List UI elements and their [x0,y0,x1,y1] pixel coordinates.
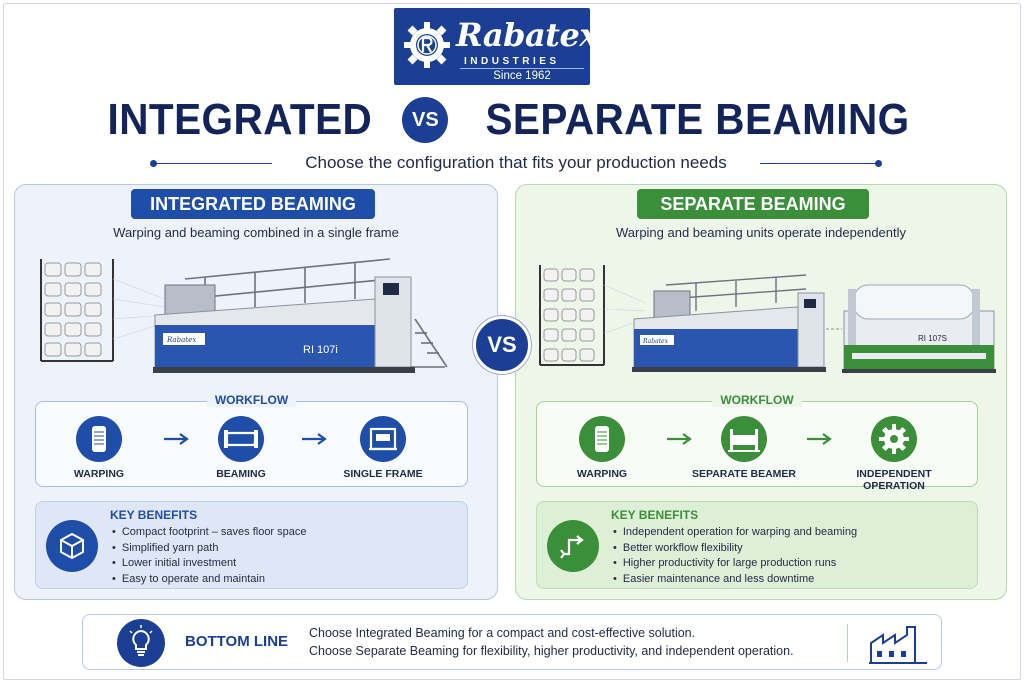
svg-text:Rabatex: Rabatex [166,336,196,344]
center-vs-badge: VS [473,316,531,374]
separate-step-beamer: SEPARATE BEAMER [689,416,799,480]
bottom-line-title: BOTTOM LINE [185,633,289,650]
spool-icon [76,416,122,462]
separate-step-independent-label: INDEPENDENT OPERATION [856,468,932,492]
integrated-step-single-frame: SINGLE FRAME [328,416,438,480]
separate-step-warping-label: WARPING [576,468,628,480]
integrated-workflow: WORKFLOW WARPING BEAMING [35,393,468,487]
page-frame [3,3,1021,680]
subtitle-dot-right [875,160,882,167]
integrated-benefits-list: Compact footprint – saves floor space Si… [112,525,307,587]
integrated-benefits-title: KEY BENEFITS [110,508,198,522]
gear-r-icon [404,22,450,68]
separate-title: SEPARATE BEAMING [637,189,869,219]
list-item: Lower initial investment [112,556,307,572]
subtitle-row: Choose the configuration that fits your … [150,153,882,173]
title-right: SEPARATE BEAMING [485,95,910,144]
bottom-divider [847,624,848,662]
integrated-panel: INTEGRATED BEAMING Warping and beaming c… [14,184,498,600]
title-vs-badge: VS [402,97,449,143]
integrated-machine-label: RI 107i [303,344,338,356]
separate-description: Warping and beaming units operate indepe… [615,225,907,240]
list-item: Easy to operate and maintain [112,572,307,588]
page-subtitle: Choose the configuration that fits your … [305,153,727,172]
bottom-line-text-1: Choose Integrated Beaming for a compact … [309,626,696,640]
integrated-step-warping: WARPING [44,416,154,480]
separate-step-beamer-label: SEPARATE BEAMER [691,468,797,480]
list-item: Easier maintenance and less downtime [613,572,857,588]
flow-arrows-icon [547,520,599,572]
brand-since: Since 1962 [460,68,584,82]
list-item: Better workflow flexibility [613,541,857,557]
list-item: Independent operation for warping and be… [613,525,857,541]
arrow-right-icon [164,433,189,445]
title-left: INTEGRATED [107,95,373,144]
arrow-right-icon [667,433,692,445]
brand-name: Rabatex [456,16,598,54]
svg-text:Rabatex: Rabatex [642,338,669,345]
subtitle-line-right [760,163,876,164]
separate-benefits-list: Independent operation for warping and be… [613,525,857,587]
subtitle-dot-left [150,160,157,167]
separate-step-warping: WARPING [547,416,657,480]
bottom-line-text-2: Choose Separate Beaming for flexibility,… [309,644,794,658]
arrow-right-icon [807,433,832,445]
spool-icon [579,416,625,462]
page-title: INTEGRATED VS SEPARATE BEAMING [0,95,1024,153]
list-item: Compact footprint – saves floor space [112,525,307,541]
rabatex-logo: Rabatex INDUSTRIES Since 1962 [394,8,598,85]
integrated-workflow-title: WORKFLOW [206,393,297,407]
separate-machine-label: RI 107S [918,334,947,343]
beam-icon [218,416,264,462]
integrated-step-warping-label: WARPING [73,468,125,480]
separate-benefits: KEY BENEFITS Independent operation for w… [536,501,978,589]
separate-step-independent: INDEPENDENT OPERATION [839,416,949,492]
subtitle-line-left [156,163,272,164]
brand-sub: INDUSTRIES [464,56,560,67]
integrated-description: Warping and beaming combined in a single… [113,225,399,240]
separate-benefits-title: KEY BENEFITS [611,508,699,522]
frame-machine-icon [360,416,406,462]
separate-panel: SEPARATE BEAMING Warping and beaming uni… [515,184,1007,600]
lightbulb-icon [117,619,165,667]
integrated-benefits: KEY BENEFITS Compact footprint – saves f… [35,501,468,589]
list-item: Simplified yarn path [112,541,307,557]
creel-rack [40,259,114,362]
list-item: Higher productivity for large production… [613,556,857,572]
integrated-machine-image: Rabatex RI 107i [40,258,448,373]
factory-icon [869,626,927,664]
separate-workflow: WORKFLOW WARPING SEPARATE BEAMER [536,393,978,492]
integrated-title: INTEGRATED BEAMING [131,189,375,219]
separate-workflow-title: WORKFLOW [712,393,802,407]
bottom-line-box: BOTTOM LINE Choose Integrated Beaming fo… [82,614,942,670]
integrated-step-beaming-label: BEAMING [216,468,266,480]
separate-machine-image: Rabatex RI 107S [539,265,996,373]
cube-icon [46,520,98,572]
beamer-icon [721,416,767,462]
gear-icon [871,416,917,462]
integrated-step-beaming: BEAMING [186,416,296,480]
arrow-right-icon [302,433,327,445]
integrated-step-single-frame-label: SINGLE FRAME [343,468,423,480]
